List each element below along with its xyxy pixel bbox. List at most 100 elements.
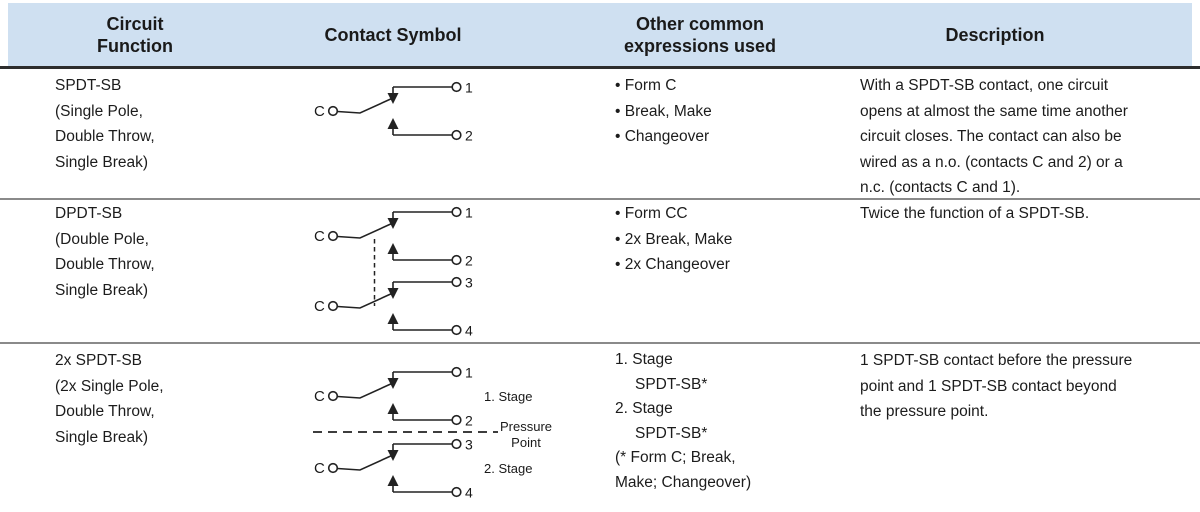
expression-item: 1. Stage (615, 351, 673, 368)
common-terminal-label: C (314, 298, 325, 315)
description-line: wired as a n.o. (contacts C and 2) or a (860, 153, 1123, 171)
description-cell: Twice the function of a SPDT-SB. (860, 200, 1089, 227)
terminal-4-circle (451, 486, 462, 498)
expression-item: • Form CC (615, 205, 688, 222)
row-separator (0, 198, 1200, 200)
function-line: DPDT-SB (55, 205, 123, 222)
expression-item: • 2x Changeover (615, 256, 730, 273)
function-line: SPDT-SB (55, 77, 122, 94)
expression-item: SPDT-SB* (635, 375, 708, 393)
terminal-2-label: 2 (465, 128, 473, 144)
stage1-label: 1. Stage (484, 389, 532, 404)
stage2-label: 2. Stage (484, 461, 532, 476)
common-terminal-circle (327, 300, 339, 312)
up-arrow-icon (387, 118, 399, 129)
description-line: the pressure point. (860, 403, 989, 420)
up-arrow-icon (387, 313, 399, 324)
table-row-spdt-sb: SPDT-SB (Single Pole, Double Throw, Sing… (0, 69, 1200, 198)
common-terminal-circle (327, 390, 339, 402)
terminal-2-circle (451, 414, 462, 426)
table-row-dpdt-sb: DPDT-SB (Double Pole, Double Throw, Sing… (0, 200, 1200, 342)
common-terminal-circle (327, 105, 339, 117)
expression-item: • Form C (615, 77, 677, 94)
header-other-expressions-line2: expressions used (623, 35, 777, 56)
terminal-3-circle (451, 438, 462, 450)
2x-spdt-sb-contact-symbol: Pressure Point 1. Stage 2. Stage C 1 2 (313, 365, 552, 501)
header-circuit-function-line1: Circuit (106, 13, 164, 34)
terminal-3-label: 3 (465, 275, 473, 291)
header-bottom-rule (0, 66, 1200, 69)
expression-item: • Changeover (615, 128, 710, 145)
switch-blade (337, 291, 395, 309)
description-line: Twice the function of a SPDT-SB. (860, 205, 1090, 222)
description-cell: With a SPDT-SB contact, one circuit open… (860, 69, 1128, 201)
spdt-contact-unit: C 3 4 (314, 437, 473, 501)
terminal-4-label: 4 (465, 485, 473, 501)
function-line: (2x Single Pole, (55, 377, 164, 395)
expression-item: Make; Changeover) (615, 473, 752, 491)
function-line: Double Throw, (55, 128, 155, 145)
description-line: point and 1 SPDT-SB contact beyond (860, 377, 1117, 395)
terminal-2-label: 2 (465, 413, 473, 429)
header-circuit-function: Circuit Function (97, 13, 173, 57)
header-description: Description (945, 24, 1045, 45)
function-line: Single Break) (55, 428, 149, 446)
description-line: n.c. (contacts C and 1). (860, 179, 1021, 196)
terminal-4-circle (451, 324, 462, 336)
function-line: (Single Pole, (55, 102, 143, 120)
header-other-expressions-line1: Other common (635, 13, 765, 34)
expression-item: • Break, Make (615, 102, 712, 120)
table-header: Circuit Function Contact Symbol Other co… (8, 3, 1192, 66)
terminal-3-circle (451, 276, 462, 288)
down-arrow-icon (387, 288, 399, 299)
circuit-function-cell: SPDT-SB (Single Pole, Double Throw, Sing… (55, 69, 155, 175)
expression-item: 2. Stage (615, 400, 673, 417)
description-line: opens at almost the same time another (860, 102, 1128, 120)
common-terminal-circle (327, 462, 339, 474)
common-terminal-circle (327, 230, 339, 242)
switch-blade (337, 96, 395, 114)
terminal-2-circle (451, 129, 462, 141)
terminal-1-circle (451, 81, 462, 93)
header-contact-symbol: Contact Symbol (324, 24, 462, 45)
common-terminal-label: C (314, 388, 325, 405)
spdt-sb-contact-symbol: C 1 2 (314, 80, 473, 144)
expression-item: SPDT-SB* (635, 424, 708, 442)
up-arrow-icon (387, 403, 399, 414)
up-arrow-icon (387, 243, 399, 254)
expressions-cell: • Form CC • 2x Break, Make • 2x Changeov… (615, 200, 732, 278)
description-line: circuit closes. The contact can also be (860, 128, 1122, 145)
down-arrow-icon (387, 378, 399, 389)
function-line: Double Throw, (55, 256, 155, 273)
function-line: Single Break) (55, 153, 149, 171)
row-separator (0, 342, 1200, 344)
spdt-contact-unit: C 3 4 (314, 275, 473, 339)
circuit-function-cell: 2x SPDT-SB (2x Single Pole, Double Throw… (55, 344, 164, 450)
spdt-contact-unit: C 1 2 (314, 80, 473, 144)
expression-item: (* Form C; Break, (615, 449, 736, 466)
expression-item: • 2x Break, Make (615, 230, 733, 248)
down-arrow-icon (387, 450, 399, 461)
dpdt-sb-contact-symbol: C 1 2 C 3 (314, 205, 473, 339)
terminal-2-circle (451, 254, 462, 266)
terminal-2-label: 2 (465, 253, 473, 269)
description-line: 1 SPDT-SB contact before the pressure (860, 352, 1133, 369)
function-line: 2x SPDT-SB (55, 352, 142, 369)
switch-blade (337, 381, 395, 399)
terminal-4-label: 4 (465, 323, 473, 339)
header-circuit-function-line2: Function (97, 35, 173, 56)
pressure-point-label-line1: Pressure (500, 419, 552, 434)
table-row-2x-spdt-sb: 2x SPDT-SB (2x Single Pole, Double Throw… (0, 344, 1200, 512)
down-arrow-icon (387, 218, 399, 229)
switch-blade (337, 453, 395, 471)
switch-blade (337, 221, 395, 239)
common-terminal-label: C (314, 228, 325, 245)
description-cell: 1 SPDT-SB contact before the pressure po… (860, 344, 1132, 425)
pressure-point-label-line2: Point (511, 435, 541, 450)
terminal-1-label: 1 (465, 365, 473, 381)
common-terminal-label: C (314, 460, 325, 477)
expressions-cell: 1. Stage SPDT-SB* 2. Stage SPDT-SB* (* F… (615, 344, 751, 495)
terminal-1-circle (451, 366, 462, 378)
spdt-contact-unit: C 1 2 (314, 365, 473, 429)
